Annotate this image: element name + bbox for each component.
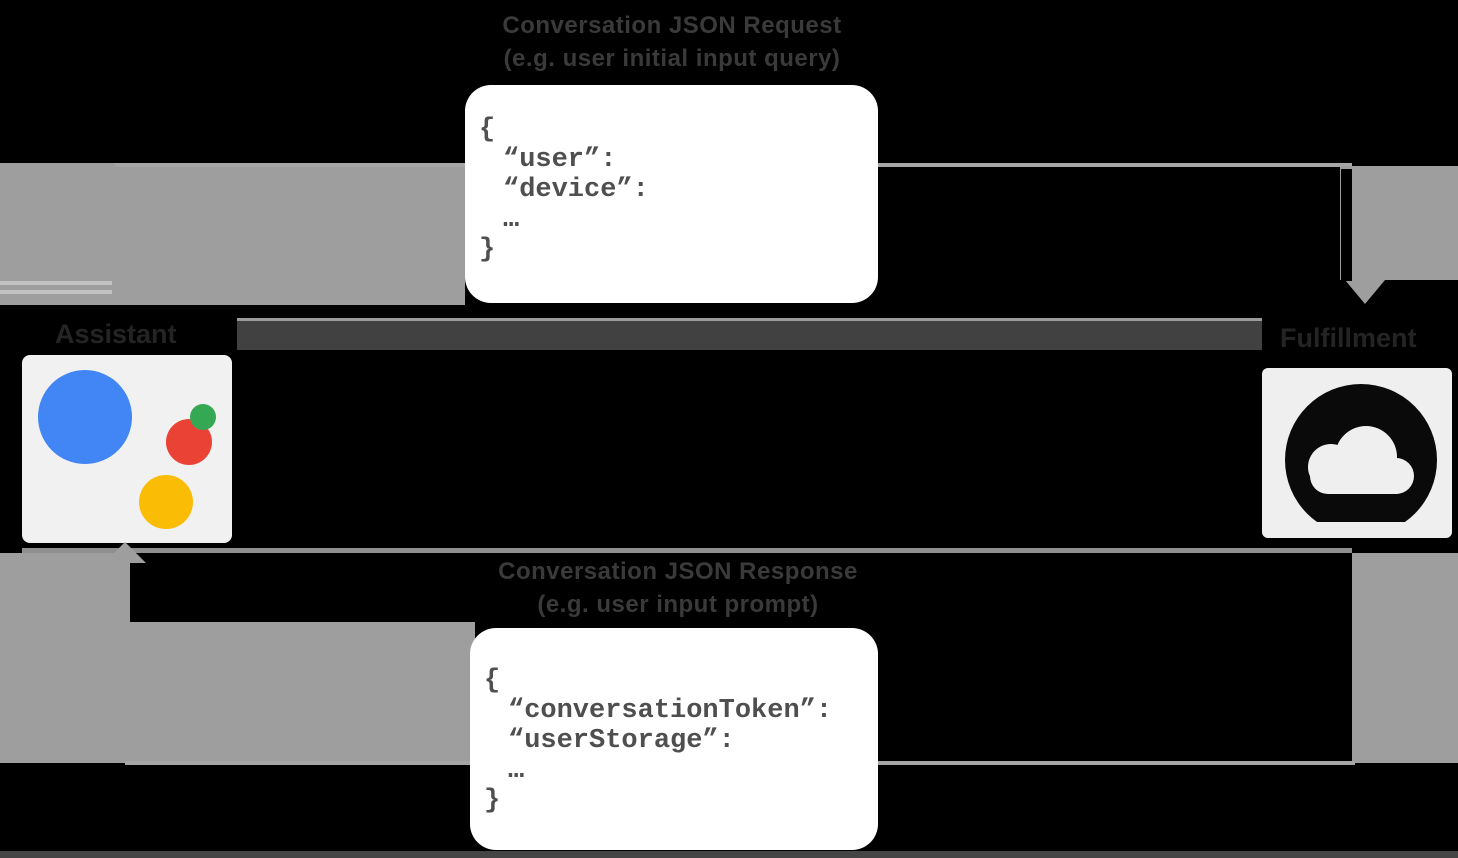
response-arrow-body-mid (130, 622, 475, 763)
code-line: “user”: (503, 145, 617, 175)
assistant-label: Assistant (55, 319, 177, 349)
cloud-icon (1270, 368, 1444, 522)
code-line: … (508, 756, 527, 786)
bottom-band (0, 851, 1458, 858)
response-row-line (22, 548, 1352, 553)
code-line: “userStorage”: (508, 726, 735, 756)
request-arrow-stripe (0, 281, 112, 285)
code-line: “conversationToken”: (508, 696, 833, 726)
assistant-tile (22, 355, 232, 543)
code-line: } (479, 235, 496, 265)
assistant-yellow-circle (139, 475, 193, 529)
code-line: “device”: (503, 175, 649, 205)
request-arrow-stripe (0, 290, 112, 294)
assistant-green-circle (190, 404, 216, 430)
request-flow-subtitle: (e.g. user initial input query) (503, 45, 841, 72)
request-arrow-notch (1341, 169, 1352, 281)
fulfillment-tile (1262, 368, 1452, 538)
code-line: } (484, 786, 501, 816)
response-arrow-body-right (1352, 553, 1458, 763)
node-row-band (237, 318, 1262, 350)
code-line: { (479, 115, 496, 145)
cloud-lobe (1308, 444, 1354, 490)
response-arrow-body-left (0, 553, 130, 763)
request-flow-title: Conversation JSON Request (502, 12, 842, 39)
code-line: { (484, 666, 501, 696)
fulfillment-label: Fulfillment (1280, 323, 1417, 353)
request-arrowhead-down-icon (1345, 280, 1385, 304)
request-arrow-body-right (1340, 166, 1458, 280)
request-json-box: { “user”: “device”: … } (465, 85, 878, 303)
response-flow-subtitle: (e.g. user input prompt) (537, 591, 819, 618)
code-line: … (503, 205, 522, 235)
response-json-box: { “conversationToken”: “userStorage”: … … (470, 628, 878, 850)
response-flow-title: Conversation JSON Response (498, 558, 858, 585)
assistant-blue-circle (38, 370, 132, 464)
